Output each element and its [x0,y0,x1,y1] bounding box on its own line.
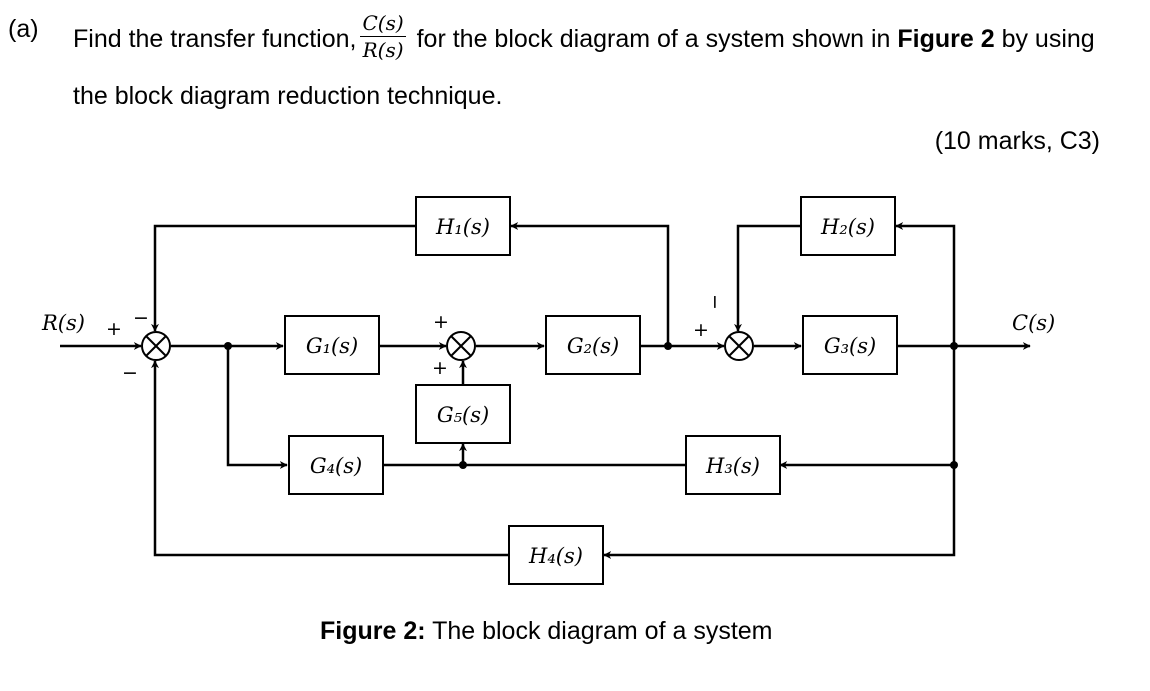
block-g4-label: G₄(s) [310,454,362,478]
block-g3 [802,315,898,375]
block-h1-label: H₁(s) [435,215,490,239]
question-text-after: by using [994,25,1095,54]
h2-feedback-in-line [895,222,956,346]
summing-junction-3 [724,331,754,361]
figure-reference: Figure 2 [897,25,995,54]
h1-feedback-out-line [151,224,416,332]
junction-dot [950,461,958,469]
marks-label: (10 marks, C3) [934,127,1100,155]
output-label: C(s) [1012,311,1055,335]
g4-branch-line [226,346,288,469]
junction-dot [950,342,958,350]
block-g2-label: G₂(s) [567,334,619,358]
sum3-top-minus-sign: − [704,294,726,310]
summing-junction-1 [141,331,171,361]
sum1-plus-sign: + [106,318,122,340]
block-h3 [685,435,781,495]
junction-dot [224,342,232,350]
junction-dot [664,342,672,350]
sum2-top-plus-sign: + [433,311,449,333]
h1-feedback-in-line [510,222,670,346]
summing-junction-2 [446,331,476,361]
question-text-line1: Find the transfer function,C(s)R(s) for … [73,11,1095,66]
question-text-middle: for the block diagram of a system shown … [409,25,898,54]
block-h4 [508,525,604,585]
block-h1 [415,196,511,256]
figure-caption: Figure 2: The block diagram of a system [320,617,773,646]
question-label: (a) [8,15,39,43]
block-h4-label: H₄(s) [528,544,583,568]
block-g2 [545,315,641,375]
block-h2 [800,196,896,256]
block-g1-label: G₁(s) [306,334,358,358]
fraction-numerator: C(s) [360,11,406,37]
sum3-left-plus-sign: + [693,319,709,341]
sum2-bottom-plus-sign: + [432,357,448,379]
h4-feedback-out-line [151,360,508,557]
block-g1 [284,315,380,375]
h4-feedback-in-line [603,465,956,559]
question-text-before: Find the transfer function, [73,25,357,54]
input-label: R(s) [41,311,85,335]
transfer-function-fraction: C(s)R(s) [360,11,406,62]
figure-caption-label: Figure 2: [320,617,426,645]
fraction-denominator: R(s) [362,38,404,62]
block-g5 [415,384,511,444]
figure-caption-text: The block diagram of a system [425,617,773,645]
question-text-line2: the block diagram reduction technique. [73,82,503,110]
block-g5-label: G₅(s) [437,403,489,427]
sum1-top-minus-sign: − [133,307,149,329]
block-h3-label: H₃(s) [705,454,760,478]
junction-dot [459,461,467,469]
h2-feedback-out-line [734,224,801,332]
sum1-bottom-minus-sign: − [122,362,138,384]
block-g3-label: G₃(s) [824,334,876,358]
block-g4 [288,435,384,495]
block-h2-label: H₂(s) [820,215,875,239]
